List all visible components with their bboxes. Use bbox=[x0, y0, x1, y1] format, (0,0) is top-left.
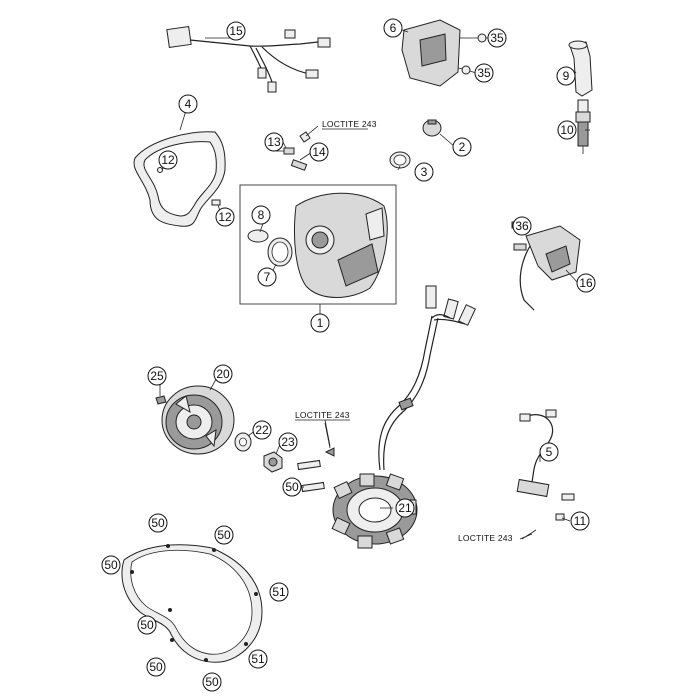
svg-text:16: 16 bbox=[579, 276, 593, 290]
svg-text:LOCTITE 243: LOCTITE 243 bbox=[295, 410, 350, 420]
callout-14: 14 bbox=[309, 142, 329, 162]
screw-cap-part bbox=[422, 119, 442, 137]
callout-7: 7 bbox=[257, 267, 277, 287]
callout-23: 23 bbox=[278, 432, 298, 452]
svg-text:21: 21 bbox=[398, 501, 412, 515]
callout-13: 13 bbox=[264, 132, 284, 152]
callout-4: 4 bbox=[178, 94, 198, 114]
loctite-note-middle: LOCTITE 243 bbox=[295, 410, 350, 447]
svg-text:LOCTITE 243: LOCTITE 243 bbox=[322, 119, 377, 129]
svg-text:7: 7 bbox=[264, 270, 271, 284]
svg-text:14: 14 bbox=[312, 145, 326, 159]
svg-text:50: 50 bbox=[149, 660, 163, 674]
svg-text:23: 23 bbox=[281, 435, 295, 449]
screw-13-part bbox=[276, 147, 295, 155]
svg-text:13: 13 bbox=[267, 135, 281, 149]
callout-50f: 50 bbox=[146, 657, 166, 677]
callout-1: 1 bbox=[310, 313, 330, 333]
callout-51b: 51 bbox=[248, 649, 268, 669]
generator-cover-gasket-part bbox=[121, 544, 263, 663]
callout-50c: 50 bbox=[214, 525, 234, 545]
callout-16: 16 bbox=[576, 273, 596, 293]
callout-20: 20 bbox=[213, 364, 233, 384]
callout-5: 5 bbox=[539, 442, 559, 462]
callout-8: 8 bbox=[251, 205, 271, 225]
leader-lines bbox=[159, 27, 590, 540]
svg-text:11: 11 bbox=[574, 514, 587, 528]
loctite-note-top: LOCTITE 243 bbox=[322, 119, 377, 130]
svg-text:8: 8 bbox=[258, 208, 265, 222]
svg-text:10: 10 bbox=[560, 123, 574, 137]
callout-36: 36 bbox=[512, 216, 532, 236]
washer-part bbox=[234, 432, 252, 452]
o-ring-small-part bbox=[389, 151, 411, 169]
svg-text:36: 36 bbox=[515, 219, 529, 233]
callout-15: 15 bbox=[226, 21, 246, 41]
svg-text:35: 35 bbox=[490, 31, 504, 45]
svg-text:50: 50 bbox=[104, 558, 118, 572]
callout-22: 22 bbox=[252, 420, 272, 440]
svg-text:22: 22 bbox=[255, 423, 269, 437]
callout-50g: 50 bbox=[202, 672, 222, 692]
cdi-unit-part bbox=[401, 19, 487, 87]
svg-text:50: 50 bbox=[205, 675, 219, 689]
svg-text:50: 50 bbox=[151, 516, 165, 530]
callout-11: 11 bbox=[570, 511, 590, 531]
svg-text:5: 5 bbox=[546, 445, 553, 459]
svg-text:12: 12 bbox=[161, 153, 175, 167]
callout-6: 6 bbox=[383, 18, 403, 38]
ignition-cover-part bbox=[294, 192, 388, 298]
callout-12b: 12 bbox=[215, 207, 235, 227]
callout-2: 2 bbox=[452, 137, 472, 157]
svg-text:50: 50 bbox=[285, 480, 299, 494]
wiring-harness-part bbox=[166, 25, 331, 93]
callout-21: 21 bbox=[395, 498, 415, 518]
svg-text:1: 1 bbox=[317, 316, 324, 330]
stator-screws-part bbox=[297, 447, 335, 493]
svg-text:12: 12 bbox=[218, 210, 232, 224]
svg-text:6: 6 bbox=[390, 21, 397, 35]
svg-text:51: 51 bbox=[251, 652, 265, 666]
callout-25: 25 bbox=[147, 366, 167, 386]
svg-text:51: 51 bbox=[272, 585, 286, 599]
o-ring-part bbox=[267, 237, 293, 267]
callout-35b: 35 bbox=[474, 63, 494, 83]
svg-text:4: 4 bbox=[185, 97, 192, 111]
callout-50d: 50 bbox=[101, 555, 121, 575]
ignition-cover-group-box bbox=[239, 184, 397, 305]
spark-plug-cap-part bbox=[568, 40, 593, 97]
cover-gasket-part bbox=[133, 131, 226, 227]
screw-14-part bbox=[290, 131, 311, 171]
callout-51a: 51 bbox=[269, 582, 289, 602]
svg-text:50: 50 bbox=[217, 528, 231, 542]
callout-12a: 12 bbox=[158, 150, 178, 170]
woodruff-key-part bbox=[155, 395, 167, 405]
callout-9: 9 bbox=[556, 66, 576, 86]
pickup-sensor-part bbox=[516, 409, 575, 521]
flywheel-part bbox=[161, 385, 235, 455]
nut-part bbox=[263, 451, 283, 473]
svg-text:15: 15 bbox=[229, 24, 243, 38]
svg-text:35: 35 bbox=[477, 66, 491, 80]
spark-plug-part bbox=[575, 99, 591, 154]
svg-text:25: 25 bbox=[150, 369, 164, 383]
callout-50b: 50 bbox=[148, 513, 168, 533]
svg-text:2: 2 bbox=[459, 140, 466, 154]
svg-text:9: 9 bbox=[563, 69, 570, 83]
callout-35a: 35 bbox=[487, 28, 507, 48]
svg-text:20: 20 bbox=[216, 367, 230, 381]
stator-wire-part bbox=[378, 285, 476, 471]
loctite-note-bottom: LOCTITE 243 bbox=[458, 533, 533, 543]
svg-text:3: 3 bbox=[421, 165, 428, 179]
callout-50a: 50 bbox=[282, 477, 302, 497]
svg-text:LOCTITE 243: LOCTITE 243 bbox=[458, 533, 513, 543]
stator-part bbox=[331, 473, 418, 549]
screw-plug-part bbox=[247, 229, 269, 243]
callout-50e: 50 bbox=[137, 615, 157, 635]
callout-10: 10 bbox=[557, 120, 577, 140]
callout-3: 3 bbox=[414, 162, 434, 182]
svg-text:50: 50 bbox=[140, 618, 154, 632]
